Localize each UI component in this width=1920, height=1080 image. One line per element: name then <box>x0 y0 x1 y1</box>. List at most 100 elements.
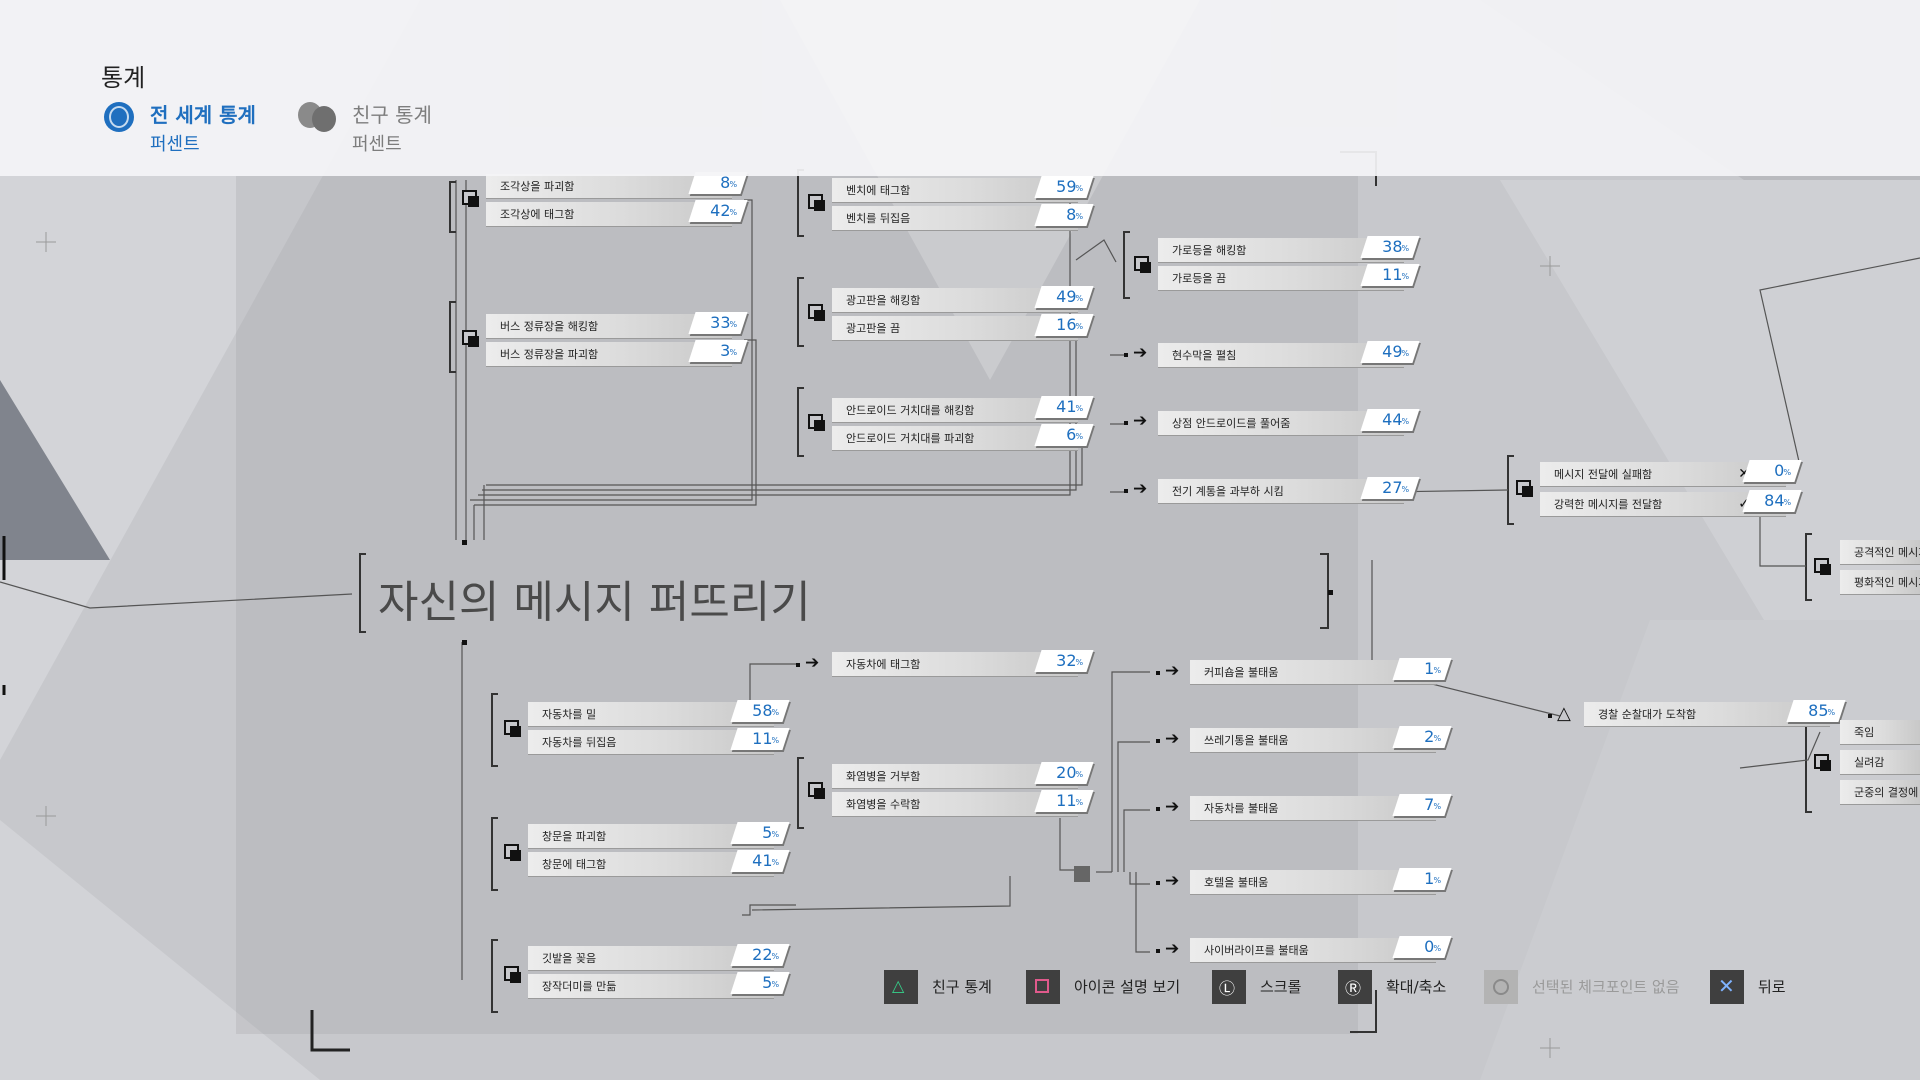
footer-label: 확대/축소 <box>1386 978 1447 996</box>
percent-symbol: % <box>771 980 780 989</box>
node-percent: 2% <box>1392 726 1452 748</box>
node-burn-coffee[interactable]: 커피숍을 불태움 1% <box>1190 658 1452 685</box>
node-car-tag[interactable]: 자동차에 태그함 32% <box>832 650 1094 677</box>
node-burn-hotel[interactable]: 호텔을 불태움 1% <box>1190 868 1452 895</box>
node-percent: 3% <box>688 340 748 362</box>
group-icon <box>808 414 826 432</box>
node-percent: 11% <box>730 728 790 750</box>
node-percent: 1% <box>1392 868 1452 890</box>
tab-global-stats[interactable]: 전 세계 통계 퍼센트 <box>150 102 256 158</box>
percent-symbol: % <box>1075 658 1084 667</box>
node-crowd-decision[interactable]: 군중의 결정에 <box>1840 780 1920 805</box>
percent-symbol: % <box>1075 770 1084 779</box>
node-molotov-accept[interactable]: 화염병을 수락함 11% <box>832 790 1094 817</box>
node-car-flip[interactable]: 자동차를 뒤집음 11% <box>528 728 790 755</box>
percent-value: 32 <box>1055 651 1077 670</box>
group-icon <box>504 844 522 862</box>
node-percent: 49% <box>1034 286 1094 308</box>
node-car-push[interactable]: 자동차를 밀 58% <box>528 700 790 727</box>
node-percent: 11% <box>1034 790 1094 812</box>
right-stick-icon: Ⓡ <box>1338 970 1372 1004</box>
arrow-icon <box>1156 729 1182 750</box>
tab-global-stats-sub: 퍼센트 <box>150 134 200 155</box>
node-percent: 16% <box>1034 314 1094 336</box>
tab-friend-stats-label: 친구 통계 <box>352 103 432 127</box>
percent-symbol: % <box>771 830 780 839</box>
node-injured[interactable]: 실려감 <box>1840 750 1920 775</box>
node-peaceful-msg[interactable]: 평화적인 메시지 <box>1840 570 1920 595</box>
node-msg-strong[interactable]: 강력한 메시지를 전달함 ✓ 84% <box>1540 490 1802 517</box>
arrow-icon <box>1156 871 1182 892</box>
percent-symbol: % <box>1433 944 1442 953</box>
arrow-icon <box>1124 411 1150 432</box>
group-icon <box>504 966 522 984</box>
node-bench-flip[interactable]: 벤치를 뒤집음 8% <box>832 204 1094 231</box>
node-streetlight-off[interactable]: 가로등을 끔 11% <box>1158 264 1420 291</box>
node-android-rack-destroy[interactable]: 안드로이드 거치대를 파괴함 6% <box>832 424 1094 451</box>
node-percent: 0% <box>1392 936 1452 958</box>
arrow-icon <box>1156 661 1182 682</box>
node-statue-destroy[interactable]: 조각상을 파괴함 8% <box>486 172 748 199</box>
group-icon <box>808 194 826 212</box>
page-title: 통계 <box>101 64 146 92</box>
cross-button-icon: ✕ <box>1710 970 1744 1004</box>
node-percent: 84% <box>1742 490 1802 512</box>
node-label: 벤치에 태그함 <box>846 184 911 197</box>
node-bus-hack[interactable]: 버스 정류장을 해킹함 33% <box>486 312 748 339</box>
node-label: 현수막을 펼침 <box>1172 349 1237 362</box>
square-button-icon <box>1026 970 1060 1004</box>
node-streetlight-hack[interactable]: 가로등을 해킹함 38% <box>1158 236 1420 263</box>
node-percent: 8% <box>1034 204 1094 226</box>
node-billboard-off[interactable]: 광고판을 끔 16% <box>832 314 1094 341</box>
node-burn-cyberlife[interactable]: 사이버라이프를 불태움 0% <box>1190 936 1452 963</box>
node-molotov-refuse[interactable]: 화염병을 거부함 20% <box>832 762 1094 789</box>
node-percent: 41% <box>730 850 790 872</box>
percent-symbol: % <box>1075 184 1084 193</box>
percent-value: 44 <box>1381 410 1403 429</box>
circle-button-icon <box>1484 970 1518 1004</box>
node-label: 화염병을 수락함 <box>846 798 921 811</box>
node-billboard-hack[interactable]: 광고판을 해킹함 49% <box>832 286 1094 313</box>
percent-symbol: % <box>771 858 780 867</box>
node-store-androids[interactable]: 상점 안드로이드를 풀어줌 44% <box>1158 409 1420 436</box>
group-icon <box>504 720 522 738</box>
node-flag-plant[interactable]: 깃발을 꽂음 22% <box>528 944 790 971</box>
node-window-destroy[interactable]: 창문을 파괴함 5% <box>528 822 790 849</box>
node-label: 평화적인 메시지 <box>1854 576 1920 589</box>
node-bench-tag[interactable]: 벤치에 태그함 59% <box>832 176 1094 203</box>
node-aggressive-msg[interactable]: 공격적인 메시지 <box>1840 540 1920 565</box>
arrow-icon <box>796 653 822 674</box>
tab-friend-stats[interactable]: 친구 통계 퍼센트 <box>352 102 432 158</box>
node-android-rack-hack[interactable]: 안드로이드 거치대를 해킹함 41% <box>832 396 1094 423</box>
percent-value: 41 <box>751 851 773 870</box>
percent-value: 22 <box>751 945 773 964</box>
percent-symbol: % <box>1075 322 1084 331</box>
node-percent: 20% <box>1034 762 1094 784</box>
node-label: 화염병을 거부함 <box>846 770 921 783</box>
node-label: 공격적인 메시지 <box>1854 546 1920 559</box>
node-banner[interactable]: 현수막을 펼침 49% <box>1158 341 1420 368</box>
node-percent: 7% <box>1392 794 1452 816</box>
friends-icon <box>298 100 342 134</box>
node-label: 자동차를 불태움 <box>1204 802 1279 815</box>
arrow-icon <box>1156 797 1182 818</box>
node-burn-trash[interactable]: 쓰레기통을 불태움 2% <box>1190 726 1452 753</box>
percent-value: 85 <box>1807 701 1829 720</box>
node-window-tag[interactable]: 창문에 태그함 41% <box>528 850 790 877</box>
percent-value: 84 <box>1763 491 1785 510</box>
node-statue-tag[interactable]: 조각상에 태그함 42% <box>486 200 748 227</box>
node-percent: 0% <box>1742 460 1802 482</box>
node-label: 자동차를 밀 <box>542 708 597 721</box>
node-grid-overload[interactable]: 전기 계통을 과부하 시킴 27% <box>1158 477 1420 504</box>
percent-value: 20 <box>1055 763 1077 782</box>
node-label: 깃발을 꽂음 <box>542 952 597 965</box>
node-percent: 6% <box>1034 424 1094 446</box>
node-killed[interactable]: 죽임 <box>1840 720 1920 745</box>
percent-value: 27 <box>1381 478 1403 497</box>
node-msg-fail[interactable]: 메시지 전달에 실패함 ✕ 0% <box>1540 460 1802 487</box>
node-police-arrive[interactable]: 경찰 순찰대가 도착함 85% <box>1584 700 1846 727</box>
node-bus-destroy[interactable]: 버스 정류장을 파괴함 3% <box>486 340 748 367</box>
node-burn-car[interactable]: 자동차를 불태움 7% <box>1190 794 1452 821</box>
node-woodpile[interactable]: 장작더미를 만듦 5% <box>528 972 790 999</box>
junction-icon <box>1074 866 1090 882</box>
